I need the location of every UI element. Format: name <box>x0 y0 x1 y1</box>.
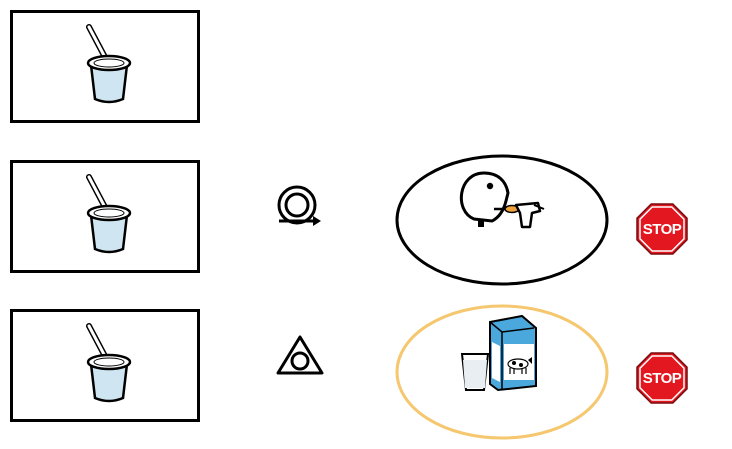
stop-sign-2[interactable]: STOP <box>636 352 688 404</box>
yogurt-icon <box>86 323 132 403</box>
stop-sign-label: STOP <box>642 369 682 387</box>
plate-icon[interactable] <box>275 185 325 227</box>
yogurt-icon <box>86 174 132 254</box>
stop-sign-1[interactable]: STOP <box>636 203 688 255</box>
yogurt-icon <box>86 24 132 104</box>
yogurt-card-3[interactable] <box>10 309 200 422</box>
eating-option-oval[interactable] <box>394 153 610 287</box>
yogurt-card-1[interactable] <box>10 10 200 123</box>
milk-option-oval[interactable] <box>394 302 610 442</box>
triangle-icon[interactable] <box>275 334 325 376</box>
yogurt-card-2[interactable] <box>10 160 200 273</box>
stop-sign-icon <box>636 203 688 255</box>
stop-sign-label: STOP <box>642 220 682 238</box>
milk-and-glass-icon <box>460 314 537 392</box>
stop-sign-icon <box>636 352 688 404</box>
eating-person-icon <box>459 171 545 229</box>
